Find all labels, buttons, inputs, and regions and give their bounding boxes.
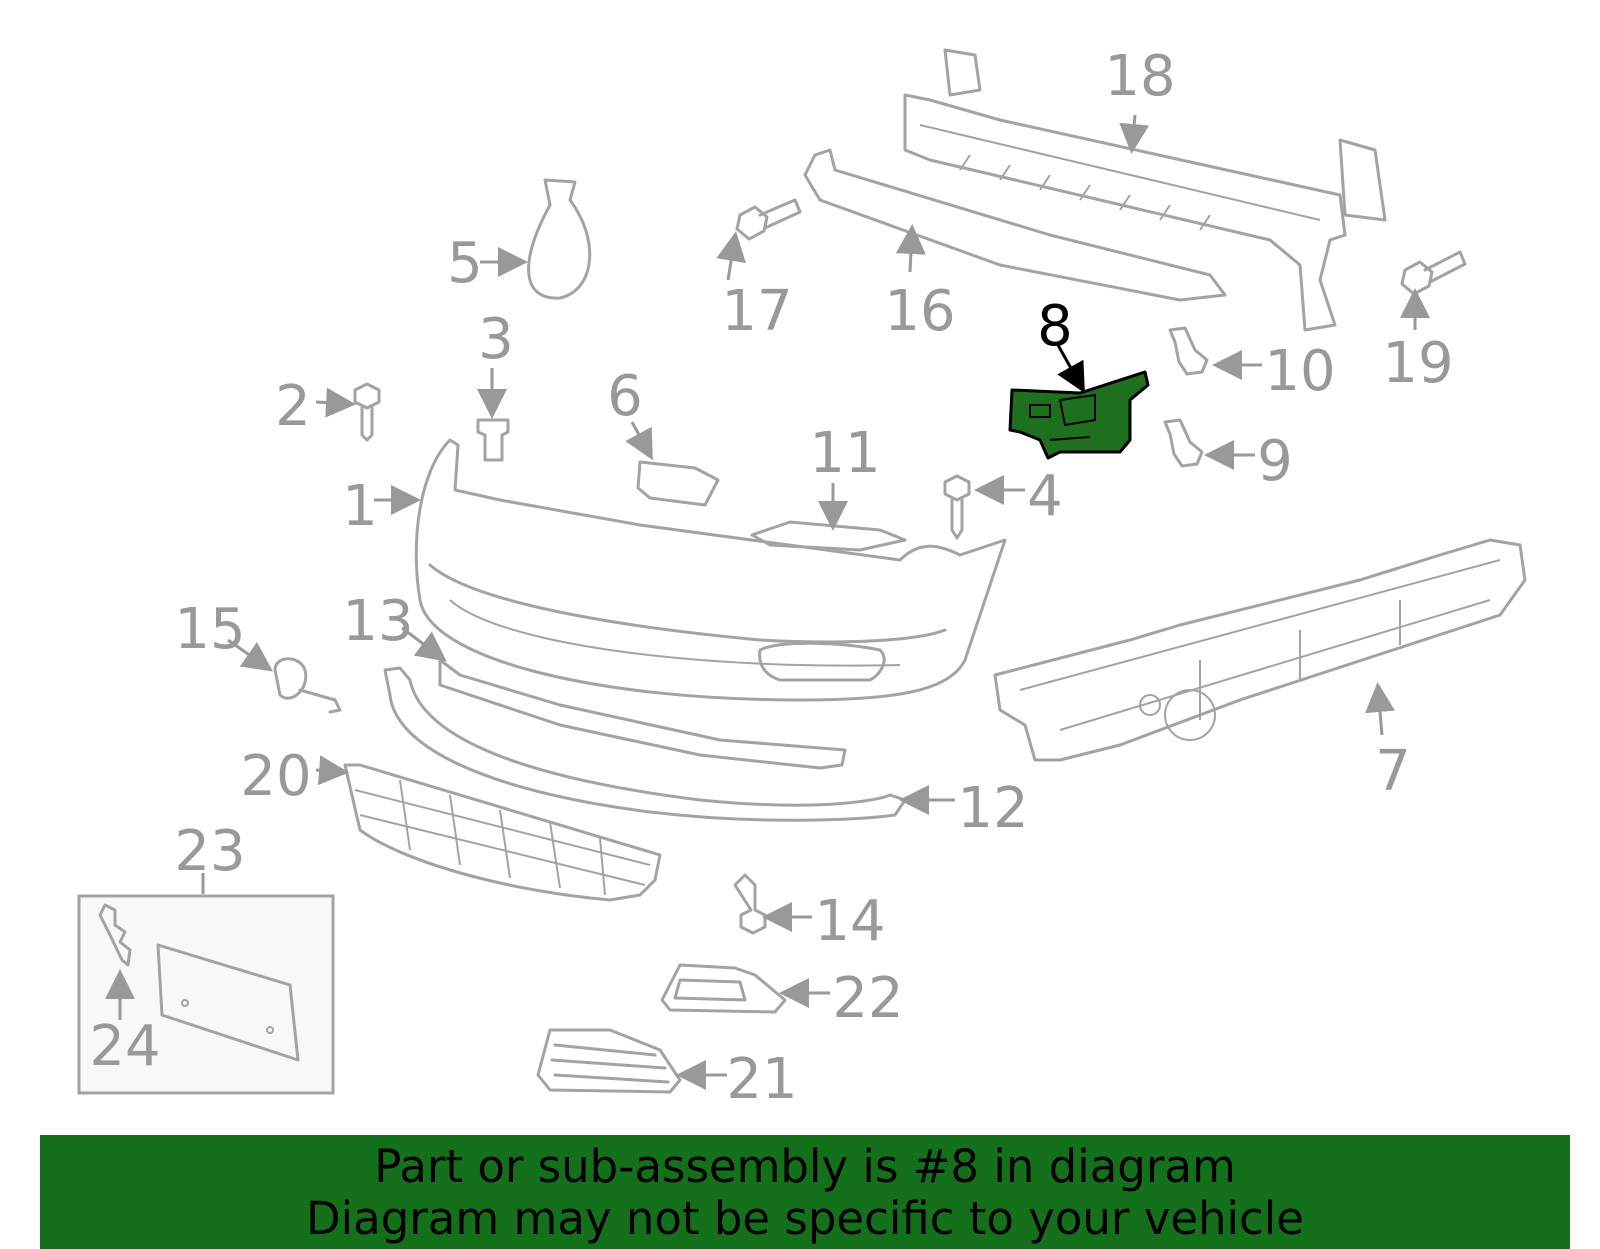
bolt-14-part	[733, 873, 767, 935]
energy-absorber-strip-part	[803, 148, 1227, 302]
callout-5: 5	[447, 231, 483, 296]
callout-11: 11	[809, 421, 880, 486]
bracket-11-part	[750, 520, 907, 552]
banner-line-2: Diagram may not be specific to your vehi…	[306, 1192, 1304, 1245]
molding-13-part	[438, 658, 847, 770]
bumper-cover-part	[414, 438, 1007, 702]
bolt-2-part	[353, 382, 381, 442]
clip-9-part	[1163, 418, 1204, 468]
callout-1: 1	[342, 474, 378, 539]
callout-14: 14	[814, 889, 885, 954]
callout-20: 20	[240, 744, 311, 809]
fog-trim-21-part	[536, 1028, 682, 1094]
leader-lines	[105, 114, 1430, 1090]
bolt-17-part	[735, 198, 802, 241]
callout-24: 24	[89, 1014, 160, 1079]
info-banner: Part or sub-assembly is #8 in diagram Di…	[40, 1135, 1570, 1249]
callout-3: 3	[478, 307, 514, 372]
license-plate-bracket-part	[156, 943, 300, 1062]
reinforcement-beam-part	[903, 48, 1387, 332]
highlighted-bracket-part-8	[1008, 370, 1150, 460]
callout-17: 17	[721, 279, 792, 344]
callout-4: 4	[1027, 464, 1063, 529]
bolt-19-part	[1400, 250, 1467, 296]
cap-15-part	[273, 657, 342, 714]
callout-10: 10	[1264, 339, 1335, 404]
callout-12: 12	[957, 776, 1028, 841]
callout-18: 18	[1104, 44, 1175, 109]
callout-23: 23	[174, 819, 245, 884]
callout-16: 16	[884, 279, 955, 344]
cover-6-part	[636, 460, 720, 507]
callout-7: 7	[1375, 739, 1411, 804]
clip-24-part	[98, 903, 132, 967]
grille-20-part	[343, 763, 662, 902]
callout-8: 8	[1037, 294, 1073, 359]
callout-19: 19	[1382, 331, 1453, 396]
clip-3-part	[476, 418, 510, 462]
callout-2: 2	[275, 374, 311, 439]
banner-line-1: Part or sub-assembly is #8 in diagram	[374, 1140, 1236, 1193]
clip-10-part	[1168, 326, 1209, 376]
hardware-bag-part	[527, 178, 592, 300]
callout-9: 9	[1257, 429, 1293, 494]
energy-absorber-part	[993, 538, 1527, 762]
callout-21: 21	[726, 1047, 797, 1112]
callout-6: 6	[607, 364, 643, 429]
fog-trim-22-part	[660, 963, 787, 1014]
callout-13: 13	[342, 589, 413, 654]
callout-22: 22	[832, 966, 903, 1031]
bolt-4-part	[943, 474, 971, 540]
callout-15: 15	[174, 597, 245, 662]
